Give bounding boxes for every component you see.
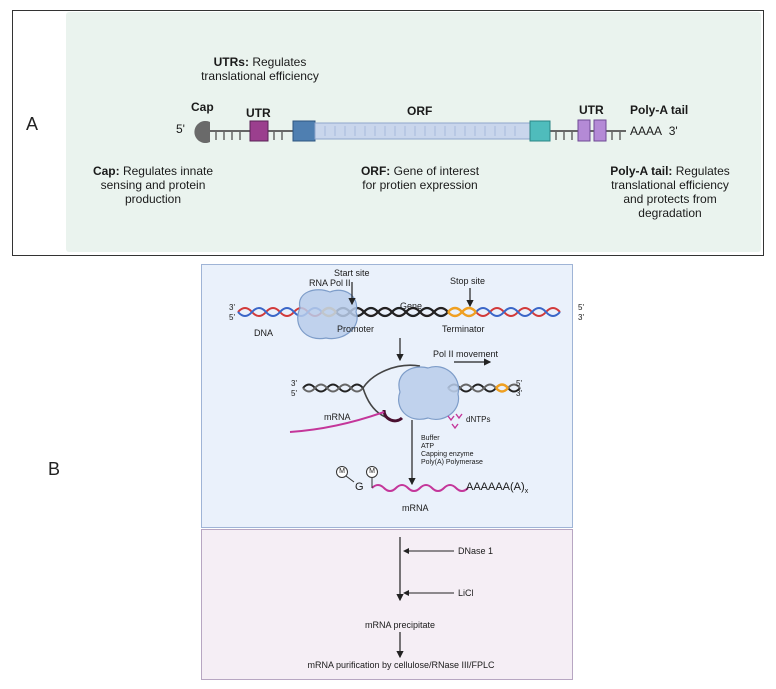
utr-right-box-1 [577,119,591,142]
nascent-mrna-label: mRNA [324,412,351,422]
purification-panel [201,529,573,680]
dna-mid-3prime: 3' [291,379,297,388]
utr-right-box-2 [593,119,607,142]
reagent-list: Buffer ATP Capping enzyme Poly(A) Polyme… [421,435,483,467]
methyl-label-1: M [339,468,345,475]
cap-label: Cap [191,100,214,114]
utr-left-box [249,120,269,142]
nascent-mrna-dark [382,409,404,423]
precipitate-label: mRNA precipitate [364,620,436,630]
mrna-product-label: mRNA [402,503,429,513]
stop-site-label: Stop site [450,276,486,286]
polya-note: Poly-A tail: Regulates translational eff… [610,164,730,220]
terminator-label: Terminator [442,324,485,334]
dna-mid-3prime-right: 3' [516,389,522,398]
dna-top-5prime-right: 5' [578,303,584,312]
promoter-label: Promoter [337,324,375,334]
rna-pol-label: RNA Pol II [309,278,351,288]
dntps-icon [447,413,463,430]
utr-left-label: UTR [246,106,271,120]
polya-tail-label: AAAAAA(A)x [466,481,529,496]
reagent-atp: ATP [421,443,435,450]
dna-mid-5prime-right: 5' [516,379,522,388]
polya-sequence: AAAA 3' [630,124,678,138]
dna-top-3prime-right: 3' [578,313,584,322]
licl-label: LiCl [458,588,474,598]
utrs-note: UTRs: Regulates translational efficiency [201,55,319,83]
pol-movement-label: Pol II movement [433,349,499,359]
dna-top-3prime: 3' [229,303,235,312]
utr-right-label: UTR [579,103,604,117]
purification-label: mRNA purification by cellulose/RNase III… [307,660,495,670]
mrna-product-strand [371,484,469,492]
methyl-label-2: M [369,468,375,475]
dntps-label: dNTPs [466,415,491,424]
five-prime-label: 5' [176,122,185,136]
backbone-ticks [215,131,621,140]
orf-note: ORF: Gene of interest for protien expres… [360,164,480,192]
nascent-mrna [289,411,385,433]
panel-b-letter: B [48,459,61,479]
rna-pol-top [297,289,358,340]
dnase-label: DNase 1 [458,546,494,556]
reagent-capping: Capping enzyme [421,451,474,458]
gene-label: Gene [400,301,423,311]
start-site-label: Start site [334,268,370,278]
dna-mid-5prime: 5' [291,389,297,398]
reagent-polya-polymerase: Poly(A) Polymerase [421,459,483,466]
methyl-circle-2 [366,466,378,478]
orf-label: ORF [407,104,433,118]
dna-helix-middle [302,364,521,419]
dna-helix-top [237,306,561,318]
cap-note: Cap: Regulates innate sensing and protei… [92,164,214,206]
orf-right-box [529,120,551,142]
cap-shape [194,121,210,143]
panel-a-letter: A [26,114,39,134]
polya-label: Poly-A tail [630,103,689,117]
rna-pol-middle [398,366,460,420]
reagent-buffer: Buffer [421,435,440,442]
dna-top-5prime: 5' [229,313,235,322]
methyl-circle-1 [336,466,348,478]
cap-g-label: G [355,481,364,493]
dna-label: DNA [254,328,274,338]
